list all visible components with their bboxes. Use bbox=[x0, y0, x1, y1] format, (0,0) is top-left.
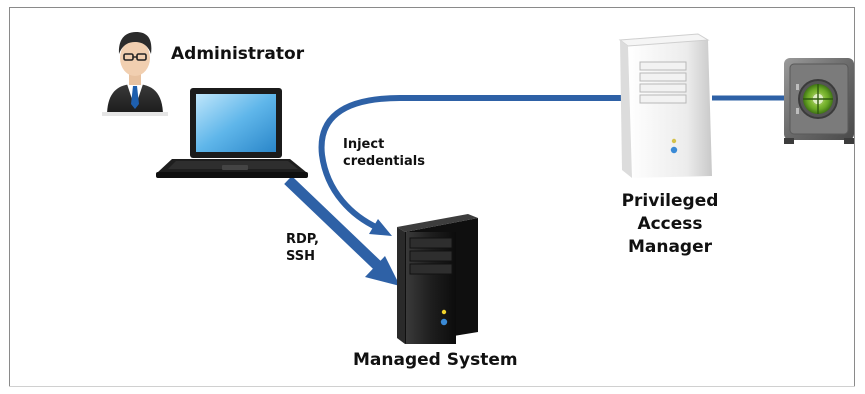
protocol-line1: RDP, bbox=[286, 232, 319, 247]
administrator-person-icon bbox=[102, 32, 168, 116]
protocol-line2: SSH bbox=[286, 249, 316, 264]
managed-system-label: Managed System bbox=[353, 350, 518, 370]
managed-system-server-icon bbox=[397, 214, 478, 344]
pam-server-icon bbox=[618, 33, 712, 178]
vault-safe-icon bbox=[784, 58, 854, 144]
protocol-label: RDP, SSH bbox=[286, 231, 319, 265]
diagram-frame bbox=[9, 7, 855, 387]
laptop-icon bbox=[156, 88, 308, 178]
pam-label-line3: Manager bbox=[627, 237, 713, 257]
pam-label: Privileged Access Manager bbox=[600, 190, 740, 259]
inject-credentials-label: Inject credentials bbox=[343, 136, 425, 170]
inject-credentials-line2: credentials bbox=[343, 154, 425, 169]
pam-label-line2: Access bbox=[637, 214, 703, 234]
inject-credentials-line1: Inject bbox=[343, 137, 385, 152]
rdp-ssh-arrow bbox=[284, 176, 400, 286]
administrator-label: Administrator bbox=[171, 44, 305, 64]
pam-label-line1: Privileged bbox=[621, 191, 719, 211]
inject-credentials-arrow bbox=[318, 95, 628, 236]
frame-bottom-rule bbox=[9, 386, 855, 387]
